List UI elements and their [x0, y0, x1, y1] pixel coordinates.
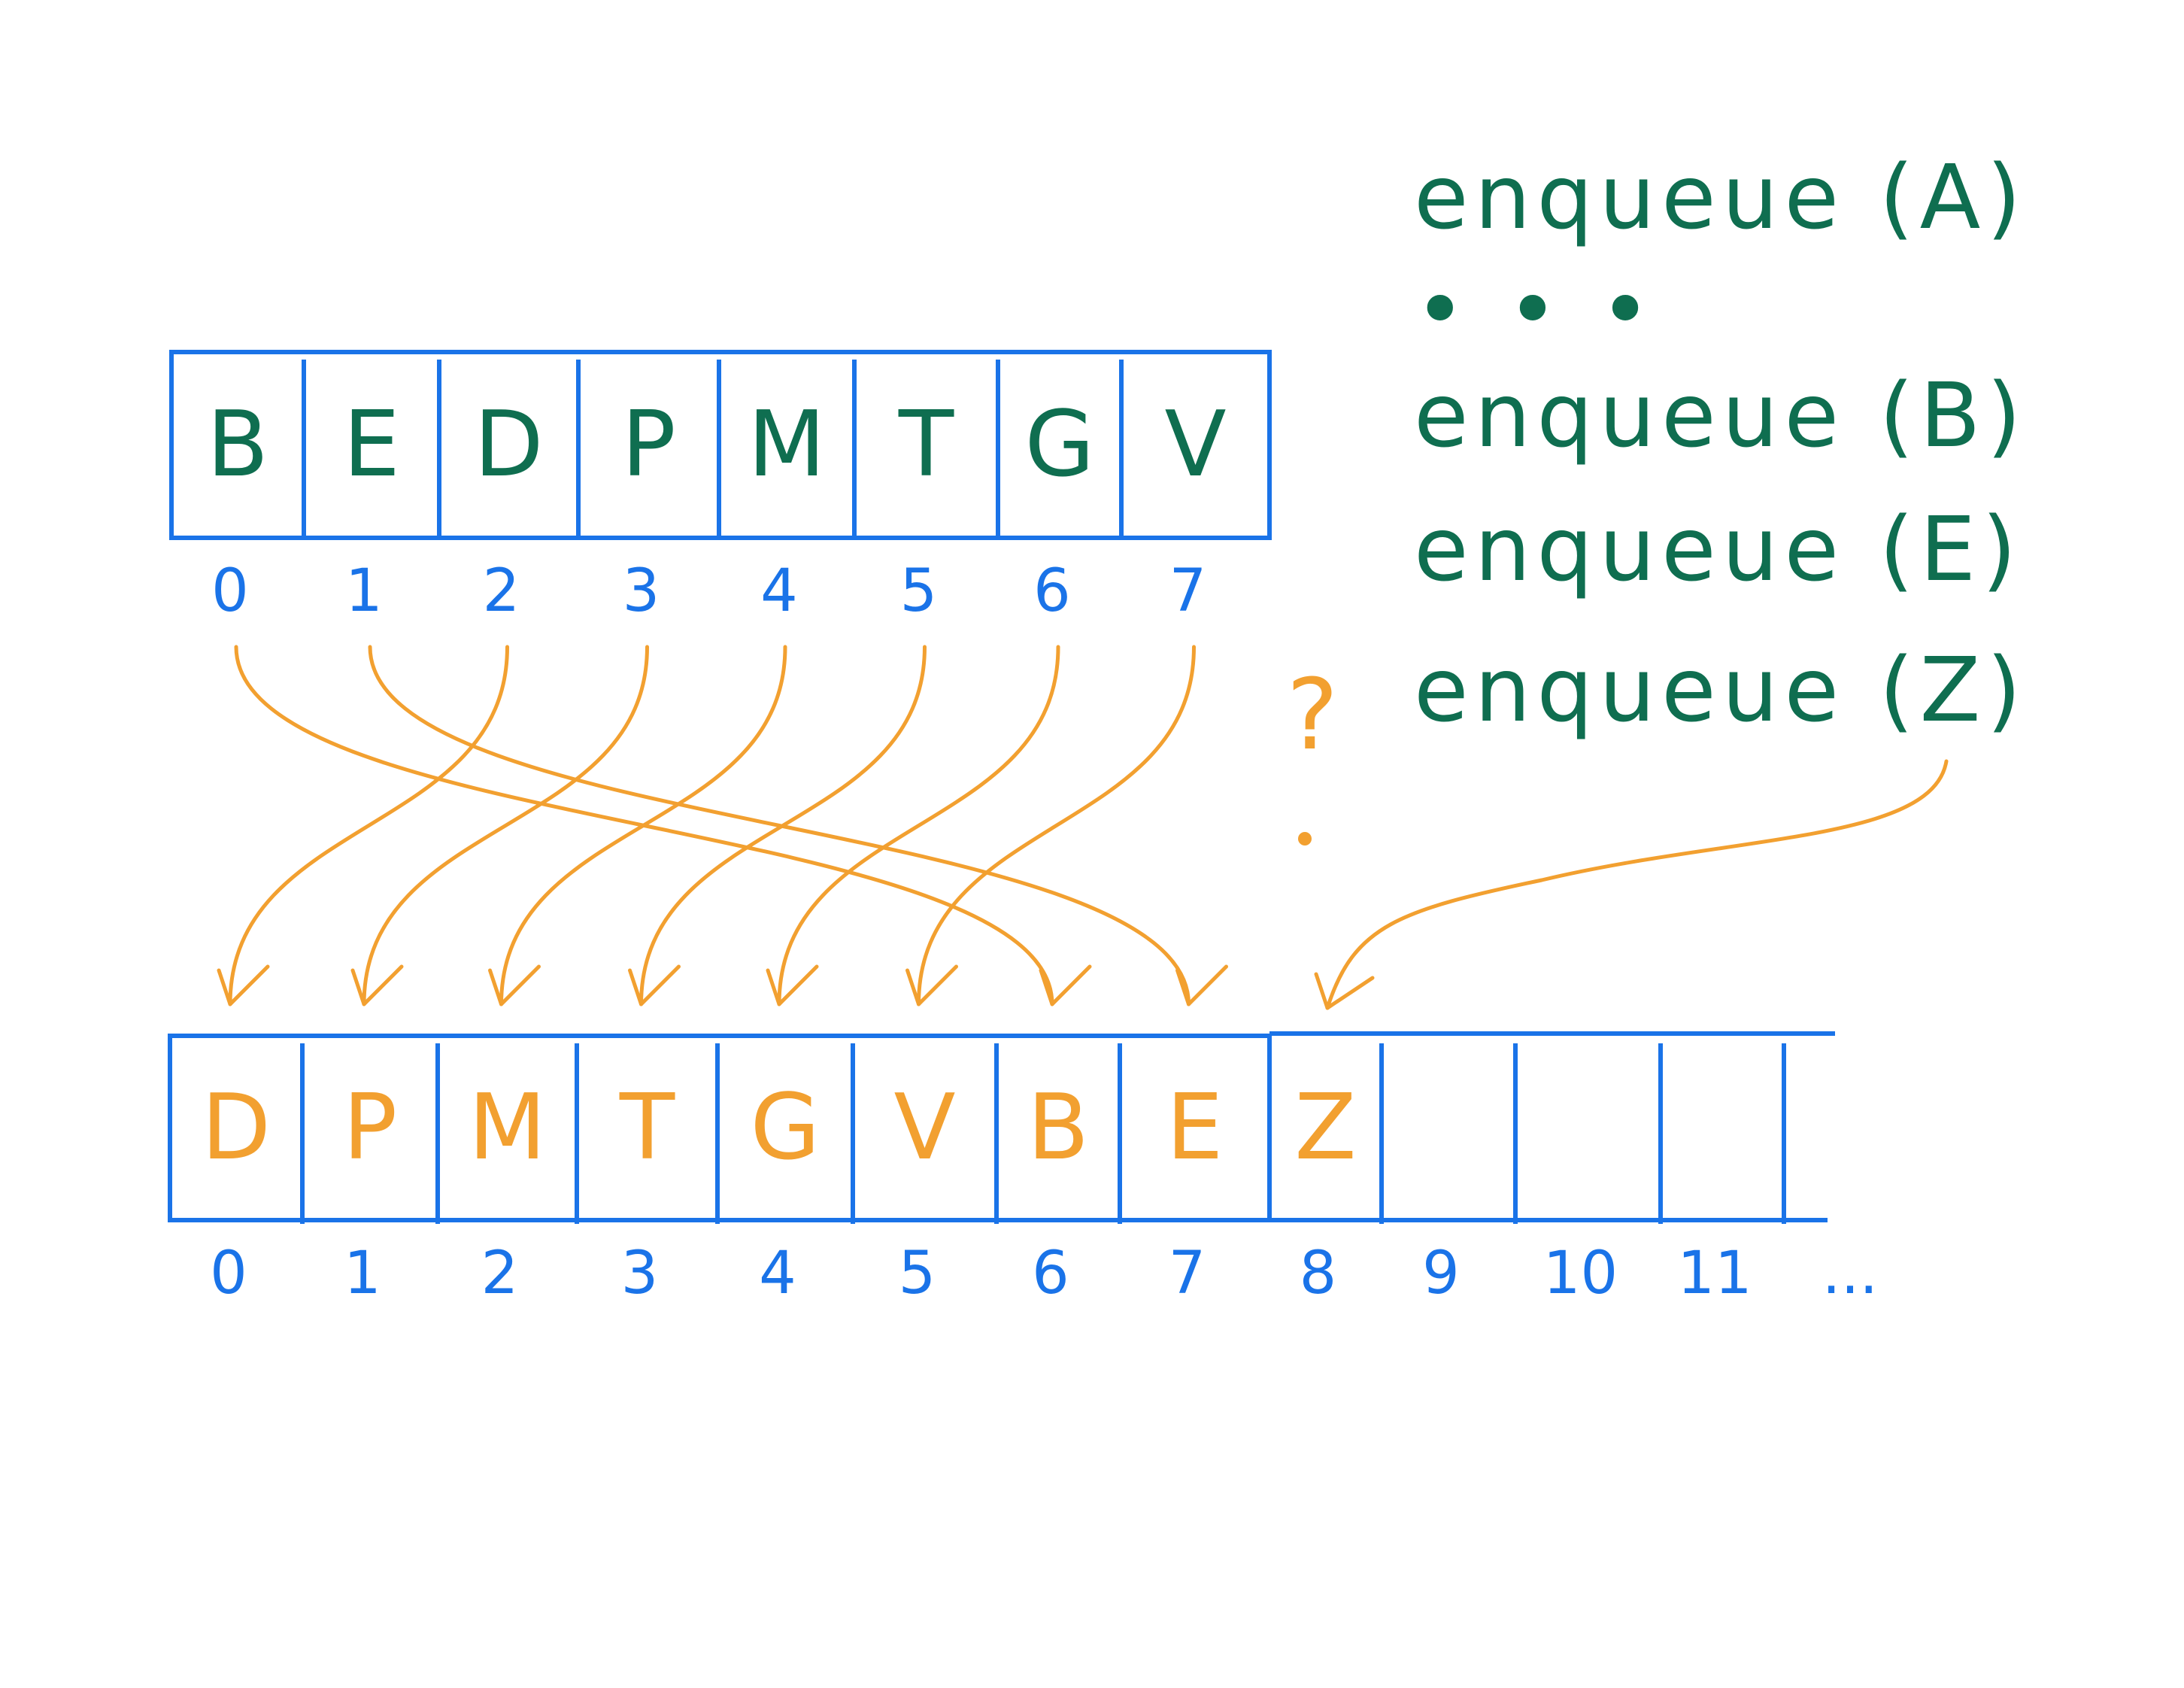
new-cell-value: P: [343, 1076, 397, 1180]
arrowhead-icon: [217, 964, 270, 1006]
question-mark: ?: [1287, 657, 1339, 772]
copy-arrow: [499, 645, 787, 1006]
operations-list: enqueue (A)• • •enqueue (B) enqueue (E) en…: [1414, 145, 2028, 742]
new-index-label: 4: [759, 1240, 796, 1307]
old-cell-value: E: [343, 393, 400, 497]
new-array-frame: [168, 1031, 1835, 1222]
copy-arrow: [777, 645, 1060, 1006]
insert-arrow: [1325, 759, 1949, 1010]
new-index-label: 10: [1543, 1240, 1618, 1307]
arrowhead-icon: [1039, 964, 1092, 1006]
old-cell-value: T: [898, 393, 954, 497]
enqueue-operation: enqueue (A): [1414, 145, 2027, 249]
new-cell-value: D: [202, 1076, 271, 1180]
new-index-label: 2: [481, 1240, 519, 1307]
old-cell-value: G: [1025, 393, 1095, 497]
old-array: B 0 E 1 D 2 P 3 M 4 T 5 G 6 V 7: [169, 350, 1272, 625]
old-index-label: 7: [1169, 557, 1207, 625]
arrowhead-icon: [1314, 972, 1375, 1010]
old-cell-value: B: [207, 393, 268, 497]
new-cell-value: M: [469, 1076, 547, 1180]
new-index-label: 3: [621, 1240, 659, 1307]
new-index-label: 1: [344, 1240, 381, 1307]
new-cell-value: Z: [1294, 1076, 1356, 1180]
new-cell-value: G: [751, 1076, 821, 1180]
new-cell-value: T: [619, 1076, 675, 1180]
new-index-label: 7: [1169, 1240, 1206, 1307]
question-dot: [1298, 832, 1312, 846]
old-index-label: 3: [623, 557, 660, 625]
old-index-label: 4: [760, 557, 798, 625]
old-index-label: 0: [211, 557, 249, 625]
arrowhead-icon: [350, 964, 404, 1006]
new-index-label: 6: [1032, 1240, 1069, 1307]
old-cell-value: V: [1164, 393, 1226, 497]
arrowhead-icon: [488, 964, 541, 1006]
old-index-label: 1: [345, 557, 383, 625]
new-index-label: ...: [1822, 1240, 1878, 1307]
new-cell-value: E: [1166, 1076, 1224, 1180]
new-index-label: 0: [210, 1240, 247, 1307]
copy-arrows: [217, 645, 1949, 1010]
new-index-label: 8: [1300, 1240, 1337, 1307]
old-index-label: 6: [1033, 557, 1071, 625]
new-cell-value: V: [893, 1076, 955, 1180]
old-cell-value: P: [621, 393, 675, 497]
old-cell-value: D: [474, 393, 543, 497]
old-index-label: 5: [900, 557, 938, 625]
enqueue-operation: enqueue (Z): [1414, 638, 2027, 742]
new-index-label: 5: [899, 1240, 936, 1307]
new-array: D 0 P 1 M 2 T 3 G 4 V 5 B 6 E 7 Z 8 9 10 11...: [168, 1031, 1878, 1307]
enqueue-operation: enqueue (B): [1414, 363, 2028, 467]
copy-arrow: [917, 645, 1196, 1006]
new-index-label: 11: [1677, 1240, 1752, 1307]
copy-arrow: [362, 645, 649, 1006]
old-cell-value: M: [748, 393, 826, 497]
old-index-label: 2: [483, 557, 520, 625]
new-index-label: 9: [1422, 1240, 1460, 1307]
copy-arrow: [639, 645, 927, 1006]
ellipsis: • • •: [1414, 258, 1658, 362]
enqueue-operation: enqueue (E): [1414, 497, 2022, 601]
new-cell-value: B: [1027, 1076, 1089, 1180]
copy-arrow: [228, 645, 509, 1006]
arrowhead-icon: [905, 964, 958, 1006]
arrowhead-icon: [628, 964, 681, 1006]
arrowhead-icon: [1175, 964, 1228, 1006]
arrowhead-icon: [766, 964, 819, 1006]
